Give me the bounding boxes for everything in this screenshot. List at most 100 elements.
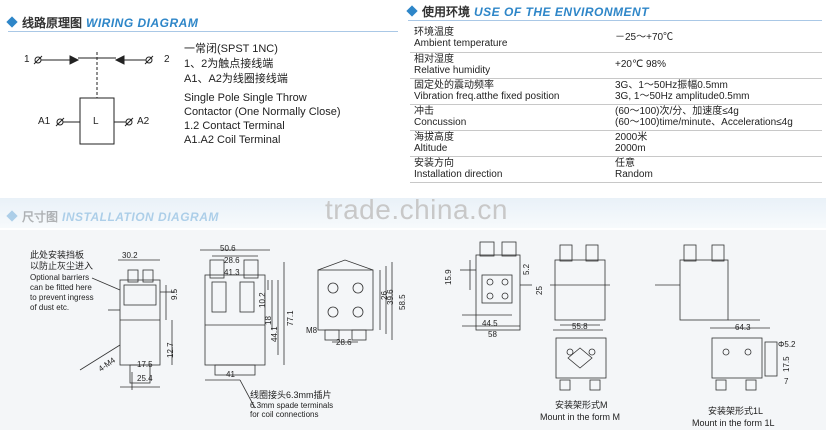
environment-title-cn: 使用环境 bbox=[422, 5, 471, 19]
dim-label: 30.2 bbox=[122, 251, 138, 260]
form-1l-caption-cn: 安装架形式1L bbox=[708, 406, 764, 416]
coil-terminal-note-en-2: for coil connections bbox=[250, 410, 319, 419]
desc-line: 一常闭(SPST 1NC) bbox=[184, 43, 278, 55]
desc-line: A1.A2 Coil Terminal bbox=[184, 134, 281, 146]
row-key-cn: 固定处的震动频率 bbox=[414, 79, 494, 91]
top-view bbox=[317, 259, 393, 343]
dim-label: 41 bbox=[226, 370, 235, 379]
form-m-caption-en: Mount in the form M bbox=[540, 412, 621, 422]
barrier-note-en-2: can be fitted here bbox=[30, 283, 92, 292]
dim-label: 7 bbox=[784, 377, 789, 386]
section-band bbox=[0, 198, 826, 228]
dim-label: 17.5 bbox=[782, 356, 791, 372]
dim-label: 44.1 bbox=[270, 326, 279, 342]
row-key-cn: 环境温度 bbox=[414, 27, 454, 38]
barrier-note-cn-1: 此处安装挡板 bbox=[30, 250, 85, 260]
row-key-en: Altitude bbox=[414, 142, 448, 154]
coil-label: L bbox=[93, 116, 99, 127]
dim-label: 55.8 bbox=[572, 322, 588, 331]
row-value: (60～100)time/minute、Acceleration≤4g bbox=[615, 116, 793, 128]
barrier-note-en-1: Optional barriers bbox=[30, 273, 90, 282]
wiring-schematic bbox=[33, 52, 154, 145]
coil-terminal-note-cn: 线圈接头6.3mm插片 bbox=[250, 390, 332, 400]
desc-line: Single Pole Single Throw bbox=[184, 92, 307, 104]
dim-label: 25.4 bbox=[137, 374, 153, 383]
terminal-1-label: 1 bbox=[24, 54, 30, 65]
dim-label: 39.6 bbox=[386, 289, 395, 305]
row-key-cn: 冲击 bbox=[414, 105, 434, 117]
row-key-en: Relative humidity bbox=[414, 64, 491, 76]
row-value: 2000米 bbox=[615, 131, 648, 143]
row-value: (60～100)次/分、加速度≤4g bbox=[615, 105, 739, 117]
row-value: 3G、1～50Hz振幅0.5mm bbox=[615, 79, 728, 91]
form-m-view bbox=[550, 244, 610, 391]
dim-label: 10.2 bbox=[258, 292, 267, 308]
row-value: 3G, 1～50Hz amplitude0.5mm bbox=[615, 90, 750, 102]
barrier-note-cn-2: 以防止灰尘进入 bbox=[30, 261, 94, 271]
diamond-bullet-icon bbox=[6, 16, 18, 28]
row-key-en: Ambient temperature bbox=[414, 38, 508, 49]
wiring-title-rule bbox=[8, 31, 398, 32]
form-1l-view bbox=[655, 244, 778, 391]
row-value: Random bbox=[615, 168, 653, 180]
terminal-a1-label: A1 bbox=[38, 116, 51, 127]
dim-label: 18 bbox=[264, 316, 273, 325]
install-title-en: INSTALLATION DIAGRAM bbox=[62, 210, 219, 224]
dim-label: 44.5 bbox=[482, 319, 498, 328]
environment-title-en: USE OF THE ENVIRONMENT bbox=[474, 5, 650, 19]
wiring-title-en: WIRING DIAGRAM bbox=[86, 16, 199, 30]
dim-label: 28.6 bbox=[336, 338, 352, 347]
row-key-cn: 安装方向 bbox=[414, 157, 454, 169]
row-key-en: Vibration freq.atthe fixed position bbox=[414, 90, 560, 102]
environment-title-rule bbox=[408, 20, 822, 21]
dim-label: 77.1 bbox=[286, 310, 295, 326]
form-m-caption-cn: 安装架形式M bbox=[555, 400, 608, 410]
row-key-cn: 相对湿度 bbox=[414, 53, 454, 65]
desc-line: 1、2为触点接线端 bbox=[184, 58, 274, 70]
side-view bbox=[79, 259, 175, 390]
terminal-a2-label: A2 bbox=[137, 116, 150, 127]
dim-label: 5.2 bbox=[522, 263, 531, 275]
desc-line: 1.2 Contact Terminal bbox=[184, 120, 285, 132]
row-key-en: Installation direction bbox=[414, 168, 503, 180]
front-view bbox=[200, 249, 285, 409]
dimension-drawing-area bbox=[0, 230, 826, 430]
row-value: 任意 bbox=[615, 157, 635, 169]
terminal-2-circle bbox=[145, 56, 153, 64]
dim-label: 64.3 bbox=[735, 323, 751, 332]
wiring-title-cn: 线路原理图 bbox=[22, 16, 83, 30]
row-key-en: Concussion bbox=[414, 116, 467, 128]
bracket-side-view bbox=[460, 241, 532, 331]
desc-line: A1、A2为线圈接线端 bbox=[184, 73, 288, 85]
dim-label: 25 bbox=[535, 286, 544, 295]
dim-label: M8 bbox=[306, 326, 318, 335]
row-value: －25～+70℃ bbox=[615, 32, 674, 43]
desc-line: Contactor (One Normally Close) bbox=[184, 106, 341, 118]
dimension-drawings bbox=[79, 241, 778, 409]
barrier-note-en-4: of dust etc. bbox=[30, 303, 70, 312]
install-title-cn: 尺寸图 bbox=[22, 210, 59, 224]
barrier-note-en-3: to prevent ingress bbox=[30, 293, 94, 302]
diamond-bullet-icon bbox=[6, 210, 18, 222]
dim-label: 58 bbox=[488, 330, 497, 339]
dim-label: 9.5 bbox=[170, 288, 179, 300]
row-value: +20℃ 98% bbox=[615, 58, 666, 70]
dim-label: 41.3 bbox=[224, 268, 240, 277]
dim-label: 12.7 bbox=[166, 342, 175, 358]
coil-box bbox=[79, 97, 115, 145]
coil-terminal-note-en-1: 6.3mm spade terminals bbox=[250, 401, 334, 410]
diamond-bullet-icon bbox=[406, 5, 418, 17]
form-1l-caption-en: Mount in the form 1L bbox=[692, 418, 775, 428]
dim-label: 58.5 bbox=[398, 294, 407, 310]
dim-label: 15.9 bbox=[444, 269, 453, 285]
